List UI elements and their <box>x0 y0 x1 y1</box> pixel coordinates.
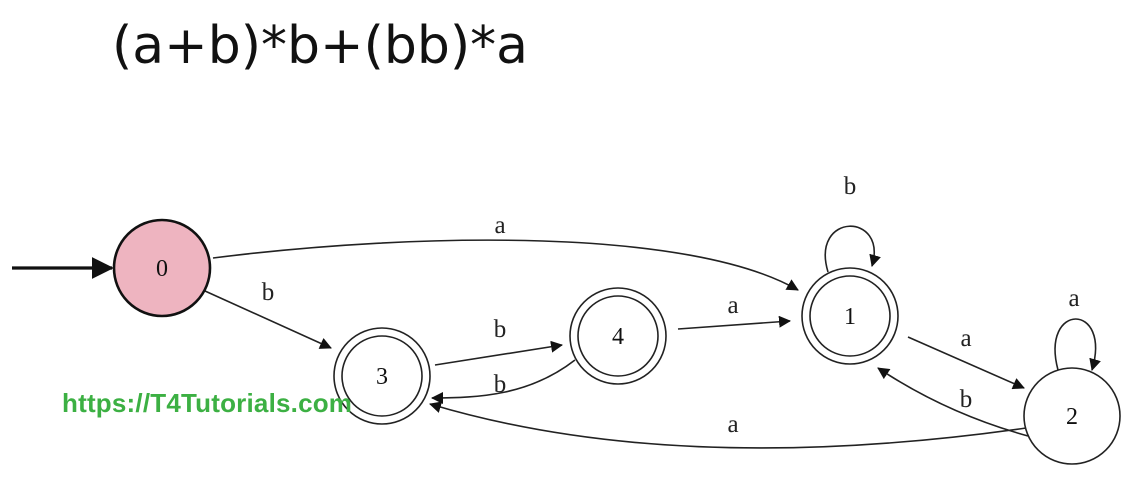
state-2: 2 <box>1023 367 1121 465</box>
transition-label-0-to-3: b <box>262 279 275 306</box>
transition-label-1-to-1: b <box>844 173 857 200</box>
transition-label-2-to-3: a <box>727 411 738 438</box>
transition-label-2-to-1: b <box>960 386 973 413</box>
state-4: 4 <box>569 287 667 385</box>
transition-label-3-to-4: b <box>494 316 507 343</box>
transition-1-to-1 <box>824 225 881 273</box>
transition-label-1-to-2: a <box>960 325 971 352</box>
state-4-label: 4 <box>612 324 624 350</box>
state-2-circle <box>1023 367 1121 465</box>
transition-label-4-to-3: b <box>494 371 507 398</box>
state-1-accept-ring <box>809 275 891 357</box>
state-3: 3 <box>333 327 431 425</box>
state-3-label: 3 <box>376 364 388 390</box>
transition-0-to-1 <box>212 239 799 291</box>
state-3-accept-ring <box>341 335 423 417</box>
state-1-label: 1 <box>844 304 856 330</box>
transition-label-2-to-2: a <box>1068 285 1079 312</box>
state-1-circle <box>801 267 899 365</box>
transition-label-4-to-1: a <box>727 292 738 319</box>
watermark-text: https://T4Tutorials.com <box>62 388 353 418</box>
transition-2-to-2 <box>1054 318 1101 371</box>
state-0-label: 0 <box>156 256 168 282</box>
transition-1-to-2 <box>907 336 1025 390</box>
transitions-layer: a b b b a b a b a a <box>12 173 1101 449</box>
state-4-accept-ring <box>577 295 659 377</box>
state-0: 0 <box>112 218 212 318</box>
state-0-circle <box>112 218 212 318</box>
transition-2-to-1 <box>877 367 1029 437</box>
transition-4-to-1 <box>677 315 791 330</box>
states-layer: 0 1 2 3 4 <box>112 218 1121 465</box>
transition-4-to-3 <box>431 359 576 404</box>
transition-3-to-4 <box>434 340 563 366</box>
state-2-label: 2 <box>1066 404 1078 430</box>
transition-0-to-3 <box>204 290 332 349</box>
state-1: 1 <box>801 267 899 365</box>
state-3-circle <box>333 327 431 425</box>
state-4-circle <box>569 287 667 385</box>
transition-label-0-to-1: a <box>494 212 505 239</box>
regex-title: (a+b)*b+(bb)*a <box>112 16 529 76</box>
transition-2-to-3 <box>429 401 1027 449</box>
